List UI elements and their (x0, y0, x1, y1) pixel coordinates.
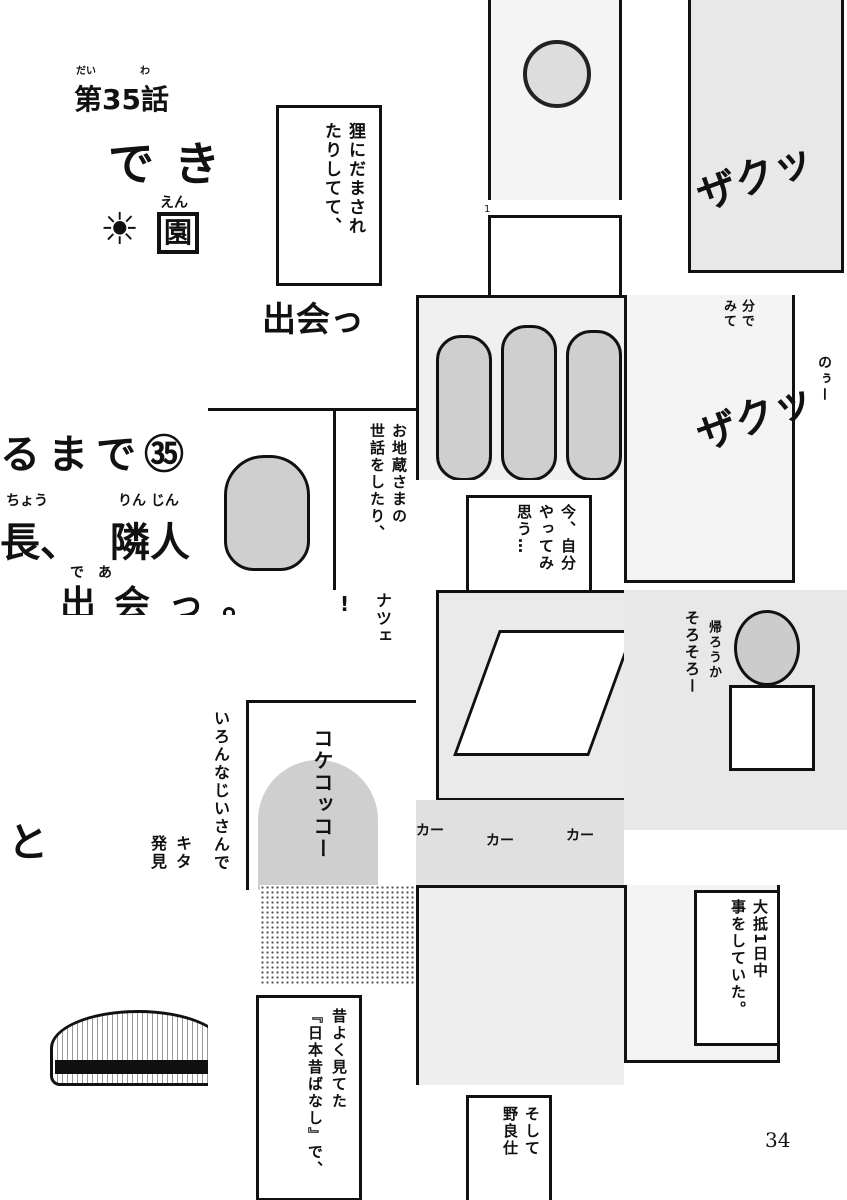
caption-tanuki: 狸にだまされ たりしてて、 (321, 122, 365, 236)
title-fragment-b: と (8, 820, 48, 866)
caption-now-tile: 今、自分 やってみ 思う… (416, 480, 624, 590)
title-kanji-en: 園 (157, 212, 199, 254)
caption-taitei: 大抵1日中 事をしていた。 (729, 899, 769, 1018)
caption-jizo: お地蔵さまの 世話をしたり、 (368, 423, 408, 542)
title-ruby-en: えん (160, 195, 188, 211)
title-line3-rinjin: 隣人 (110, 520, 190, 566)
caption-soshite: そして 野良仕 (501, 1106, 541, 1157)
title-line2: るまで㉟ (0, 432, 192, 478)
sfx-kita: キタ (173, 835, 192, 871)
title-line3-chou: 長、 (0, 520, 80, 566)
sfx-excl: ! (340, 592, 350, 616)
panel-straw-hat (0, 960, 208, 1200)
title-fragment-a: 出会っ (262, 300, 364, 340)
chapter-number: 第35話 (74, 83, 169, 116)
sfx-tsue: ナツェ (373, 592, 392, 646)
panel-farmer-digging: ザクッ (624, 0, 847, 295)
sfx-sorosoro: そろそろー (683, 610, 701, 695)
panel-house: いろんなじいさんで コケコッコー (208, 700, 416, 890)
panel-field-lower (416, 885, 624, 1085)
sfx-ka-3: カー (566, 828, 594, 844)
caption-taitei-tile: 大抵1日中 事をしていた。 (624, 885, 847, 1065)
panel-crows: カー カー カー (416, 800, 624, 885)
sun-icon: ☀ (100, 204, 140, 255)
title-ruby-rinjin: りん じん (118, 493, 179, 509)
sfx-kaerouka: 帰ろうか (706, 620, 721, 680)
panel-number: 1 (484, 204, 491, 215)
panel-rice-field (416, 590, 624, 800)
chapter-ruby-dai: だい (76, 66, 96, 77)
caption-mukashi: 昔よく見てた 『日本昔ばなし』で、 (306, 1008, 348, 1178)
title-ruby-deai: で あ (70, 565, 112, 581)
panel-hoe (488, 215, 624, 295)
caption-mukashi-tile: 昔よく見てた 『日本昔ばなし』で、 (208, 985, 416, 1200)
caption-now: 今、自分 やってみ 思う… (515, 504, 577, 572)
tanuki-jizo-tile: お地蔵さまの 世話をしたり、 (208, 405, 416, 590)
tanuki-drawing (224, 455, 310, 571)
sfx-hakken: 発見 (148, 835, 167, 871)
title-line1: でき (108, 137, 240, 191)
title-ruby-chou: ちょう (6, 493, 48, 509)
sfx-ka-1: カー (416, 823, 444, 839)
title-tile-lower: るまで㉟ ちょう りん じん 長、 隣人 で あ (0, 410, 208, 590)
caption-bundde: 分で みて (721, 299, 754, 329)
panel-field: 分で みて ザクッ のぅー (624, 295, 847, 590)
panel-mortar (488, 0, 624, 200)
tanuki-caption-tile: 狸にだまされ たりしてて、 (270, 95, 416, 295)
title-tile: だい わ 第35話 でき えん ☀ 園 (0, 0, 270, 295)
sfx-kokekokko: コケコッコー (310, 728, 334, 860)
sfx-ka-2: カー (486, 833, 514, 849)
panel-screentone (260, 885, 416, 985)
sfx-iron: いろんなじいさんで (211, 710, 230, 872)
caption-soshite-tile: そして 野良仕 (416, 1085, 624, 1200)
page-number: 34 (765, 1128, 791, 1152)
chapter-ruby-wa: わ (140, 66, 150, 77)
panel-jizo-statues (416, 295, 624, 480)
sfx-nou: のぅー (816, 355, 832, 403)
panel-old-man: そろそろー 帰ろうか (624, 590, 847, 830)
